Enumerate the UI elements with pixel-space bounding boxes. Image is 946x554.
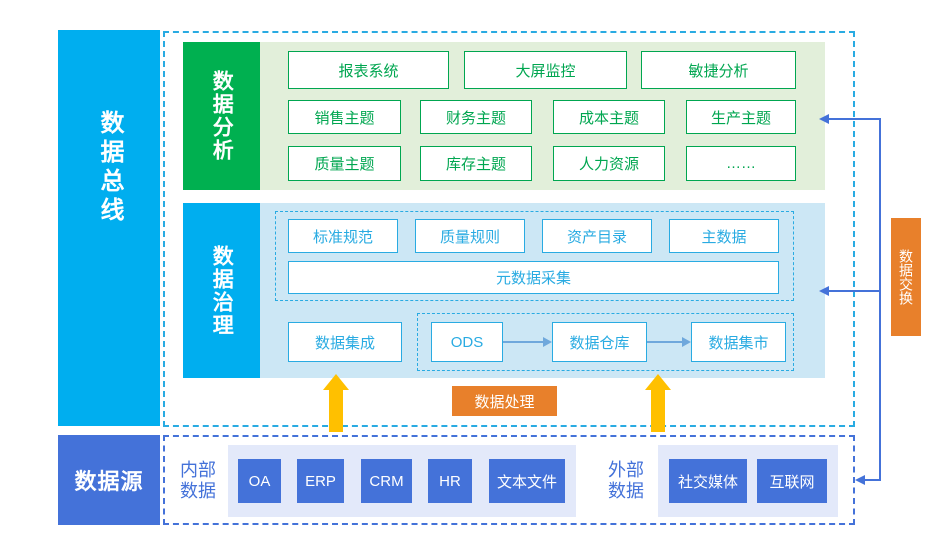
analysis-box-more[interactable]: …… — [686, 146, 796, 181]
arrow-shaft — [651, 390, 665, 432]
analysis-box-label: 成本主题 — [578, 109, 639, 127]
exchange-arrow-head — [819, 114, 829, 124]
pipeline-box-label: 数据仓库 — [569, 334, 630, 352]
analysis-box-agile-analysis[interactable]: 敏捷分析 — [641, 51, 796, 89]
source-box-internet[interactable]: 互联网 — [757, 459, 827, 503]
pipeline-arrow-line — [647, 341, 682, 343]
warehouse-pipeline-group — [417, 313, 794, 371]
source-box-crm[interactable]: CRM — [361, 459, 412, 503]
pipeline-arrow-line — [503, 341, 543, 343]
data-bus-label: 数据总线 — [96, 110, 123, 226]
source-box-label: HR — [439, 472, 461, 490]
external-data-label-line2: 数据 — [608, 481, 644, 501]
pipeline-box-ods[interactable]: ODS — [431, 322, 503, 362]
external-data-label-line1: 外部 — [608, 460, 644, 481]
governance-box-asset-catalog[interactable]: 资产目录 — [542, 219, 652, 253]
governance-box-label: 数据集成 — [314, 334, 375, 352]
governance-box-metadata-collection[interactable]: 元数据采集 — [288, 261, 779, 294]
datasource-container — [163, 435, 855, 525]
pipeline-box-label: ODS — [450, 333, 484, 351]
governance-box-master-data[interactable]: 主数据 — [669, 219, 779, 253]
source-box-hr[interactable]: HR — [428, 459, 472, 503]
source-box-oa[interactable]: OA — [238, 459, 281, 503]
analysis-box-label: 财务主题 — [445, 109, 506, 127]
analysis-box-bigscreen-monitor[interactable]: 大屏监控 — [464, 51, 627, 89]
data-processing-tag: 数据处理 — [452, 386, 557, 416]
governance-box-label: 标准规范 — [312, 228, 373, 246]
analysis-box-label: 质量主题 — [314, 156, 375, 173]
pipeline-arrow-head — [543, 337, 552, 347]
source-box-label: 互联网 — [769, 473, 815, 491]
analysis-box-cost-topic[interactable]: 成本主题 — [553, 100, 665, 134]
data-governance-header: 数据治理 — [183, 203, 260, 378]
source-box-social-media[interactable]: 社交媒体 — [669, 459, 747, 503]
data-source-label: 数据源 — [74, 469, 144, 494]
analysis-box-label: 销售主题 — [314, 109, 375, 127]
source-box-label: ERP — [305, 472, 336, 490]
analysis-box-label: …… — [726, 155, 756, 172]
upflow-arrow-left — [323, 374, 349, 432]
governance-box-data-integration[interactable]: 数据集成 — [288, 322, 402, 362]
governance-standards-group — [275, 211, 794, 301]
data-analysis-header: 数据分析 — [183, 42, 260, 190]
data-processing-label: 数据处理 — [474, 393, 535, 411]
external-data-label: 外部 数据 — [600, 458, 652, 504]
arrow-head — [645, 374, 671, 390]
governance-box-label: 质量规则 — [439, 228, 500, 246]
exchange-arrow-head — [819, 286, 829, 296]
upflow-arrow-right — [645, 374, 671, 432]
analysis-box-sales-topic[interactable]: 销售主题 — [288, 100, 401, 134]
internal-data-label-line1: 内部 — [180, 460, 216, 481]
pipeline-arrow-head — [682, 337, 691, 347]
data-analysis-header-label: 数据分析 — [210, 70, 234, 162]
analysis-box-label: 大屏监控 — [515, 62, 576, 80]
internal-data-label: 内部 数据 — [172, 458, 224, 504]
exchange-arrow-head — [855, 475, 865, 485]
analysis-box-label: 报表系统 — [338, 62, 399, 80]
exchange-branch-analysis — [828, 118, 881, 120]
internal-data-label-line2: 数据 — [180, 481, 216, 501]
exchange-bus-line — [879, 118, 881, 480]
pipeline-box-data-warehouse[interactable]: 数据仓库 — [552, 322, 647, 362]
governance-box-quality-rules[interactable]: 质量规则 — [415, 219, 525, 253]
analysis-box-production-topic[interactable]: 生产主题 — [686, 100, 796, 134]
analysis-box-finance-topic[interactable]: 财务主题 — [420, 100, 532, 134]
data-source-rail: 数据源 — [58, 435, 160, 525]
analysis-box-label: 敏捷分析 — [688, 62, 749, 80]
governance-box-label: 资产目录 — [566, 228, 627, 246]
analysis-box-quality-topic[interactable]: 质量主题 — [288, 146, 401, 181]
arrow-head — [323, 374, 349, 390]
arrow-shaft — [329, 390, 343, 432]
data-governance-header-label: 数据治理 — [210, 244, 234, 337]
analysis-box-label: 生产主题 — [710, 109, 771, 127]
analysis-box-report-system[interactable]: 报表系统 — [288, 51, 449, 89]
source-box-erp[interactable]: ERP — [297, 459, 344, 503]
analysis-box-human-resources[interactable]: 人力资源 — [553, 146, 665, 181]
source-box-label: 文本文件 — [496, 473, 557, 491]
analysis-box-label: 人力资源 — [578, 156, 639, 173]
exchange-branch-governance — [828, 290, 881, 292]
data-bus-rail: 数据总线 — [58, 30, 160, 426]
source-box-label: 社交媒体 — [677, 473, 738, 491]
data-exchange-label: 数据交换 — [898, 249, 915, 305]
source-box-text-file[interactable]: 文本文件 — [489, 459, 565, 503]
pipeline-box-data-mart[interactable]: 数据集市 — [691, 322, 786, 362]
governance-box-label: 元数据采集 — [495, 270, 571, 287]
platform-container — [163, 31, 855, 427]
governance-box-standards[interactable]: 标准规范 — [288, 219, 398, 253]
analysis-box-label: 库存主题 — [445, 156, 506, 173]
governance-box-label: 主数据 — [701, 228, 747, 246]
analysis-box-inventory-topic[interactable]: 库存主题 — [420, 146, 532, 181]
source-box-label: OA — [248, 472, 271, 490]
data-exchange-tag: 数据交换 — [891, 218, 921, 336]
exchange-branch-datasource — [864, 479, 881, 481]
source-box-label: CRM — [369, 472, 404, 490]
pipeline-box-label: 数据集市 — [708, 334, 769, 352]
